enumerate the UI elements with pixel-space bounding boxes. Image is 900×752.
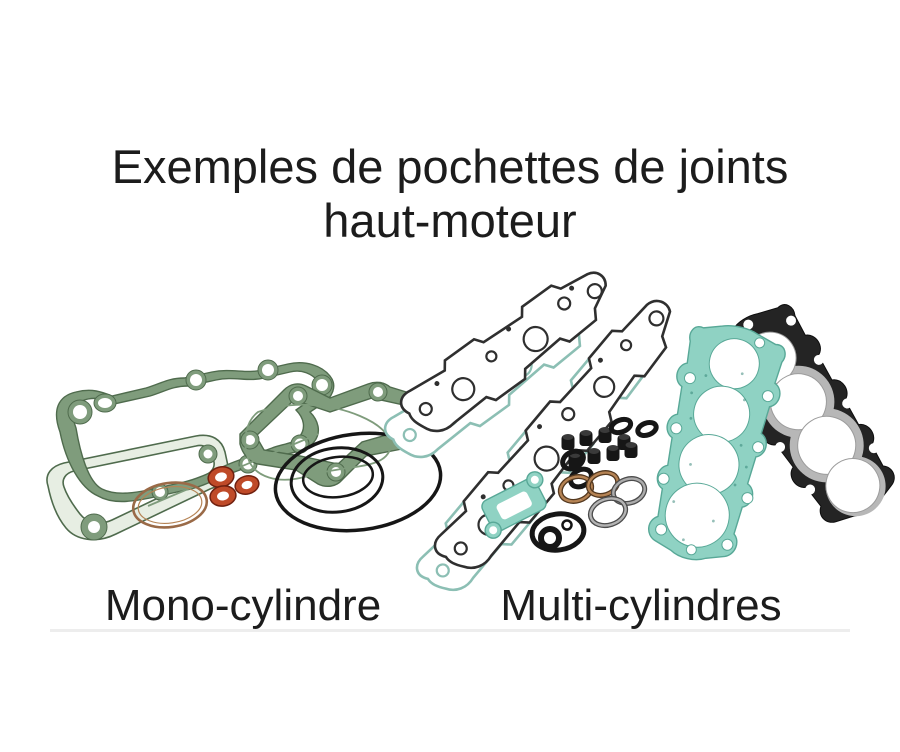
lower-base-gasket — [46, 434, 230, 541]
image-title: Exemples de pochettes de joints haut-mot… — [0, 140, 900, 248]
crank-seal-rings — [529, 511, 587, 553]
valve-cover-gasket-dark-a — [399, 271, 607, 433]
photo-edge-line — [50, 629, 850, 632]
head-gasket-4-bore-teal — [648, 324, 786, 561]
label-mono-cylindre: Mono-cylindre — [104, 581, 382, 630]
gasket-speckles — [672, 372, 748, 542]
copper-exhaust-washers — [207, 466, 260, 507]
valve-stem-seals — [561, 427, 638, 468]
image-title-line1: Exemples de pochettes de joints — [111, 140, 789, 193]
small-rectangular-gasket — [481, 471, 547, 539]
label-multi-cylindres: Multi-cylindres — [500, 581, 782, 630]
image-title-line2: haut-moteur — [323, 194, 577, 247]
metal-exhaust-rings — [557, 470, 648, 529]
small-o-rings-pair — [608, 416, 659, 439]
copper-head-ring — [131, 481, 209, 529]
thin-paper-gasket-outline — [147, 403, 392, 507]
mono-cylinder-kit — [46, 359, 443, 541]
large-o-rings — [273, 431, 443, 533]
multi-cylinder-kit — [383, 271, 895, 592]
small-o-rings-figure8 — [560, 448, 594, 490]
